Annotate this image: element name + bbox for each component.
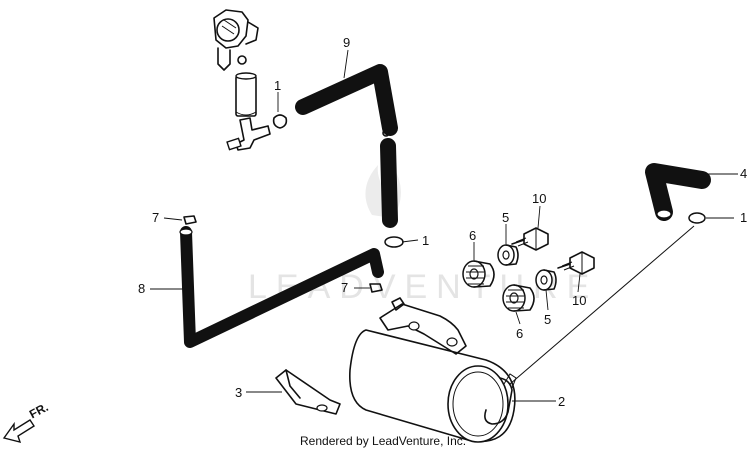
fuel-pump	[213, 9, 259, 71]
hose-9	[295, 64, 398, 137]
collar-5-upper	[497, 244, 519, 266]
credit-text: Rendered by LeadVenture, Inc.	[300, 434, 467, 448]
callout-4: 4	[740, 166, 747, 181]
callout-3: 3	[235, 385, 242, 400]
callout-9: 9	[343, 35, 350, 50]
grommet-6-lower	[502, 284, 535, 312]
clip-top	[272, 114, 288, 129]
front-direction-arrow	[2, 419, 35, 443]
bracket-3	[275, 369, 341, 415]
callout-10-lower: 10	[572, 293, 586, 308]
callout-7-lower: 7	[341, 280, 348, 295]
callout-1-middle: 1	[422, 233, 429, 248]
clip-middle	[384, 236, 404, 248]
hose-4	[645, 163, 711, 221]
bolt-10-upper	[511, 227, 549, 251]
callout-5-lower: 5	[544, 312, 551, 327]
hose-lower-vertical	[380, 138, 398, 228]
clip-7-upper	[183, 215, 197, 225]
tee-joint	[226, 117, 271, 151]
clip-right	[688, 212, 706, 224]
callout-1-top: 1	[274, 78, 281, 93]
callout-2: 2	[558, 394, 565, 409]
canister-2	[349, 297, 517, 443]
vent-line	[509, 225, 695, 385]
callout-labels: 9 1 1 1 4 7 7 8 6 6 5 5 10 10 3 2	[138, 35, 747, 409]
callout-7-upper: 7	[152, 210, 159, 225]
callout-10-upper: 10	[532, 191, 546, 206]
grommet-6-upper	[462, 260, 495, 288]
callout-8: 8	[138, 281, 145, 296]
bolt-10-lower	[557, 251, 595, 275]
leader-lines	[150, 49, 738, 402]
callout-5-upper: 5	[502, 210, 509, 225]
pipe-segment	[235, 72, 257, 117]
callout-6-upper: 6	[469, 228, 476, 243]
collar-5-lower	[535, 269, 557, 291]
hose-8	[179, 226, 384, 348]
callout-1-right: 1	[740, 210, 747, 225]
callout-6-lower: 6	[516, 326, 523, 341]
clip-7-lower	[369, 283, 383, 293]
